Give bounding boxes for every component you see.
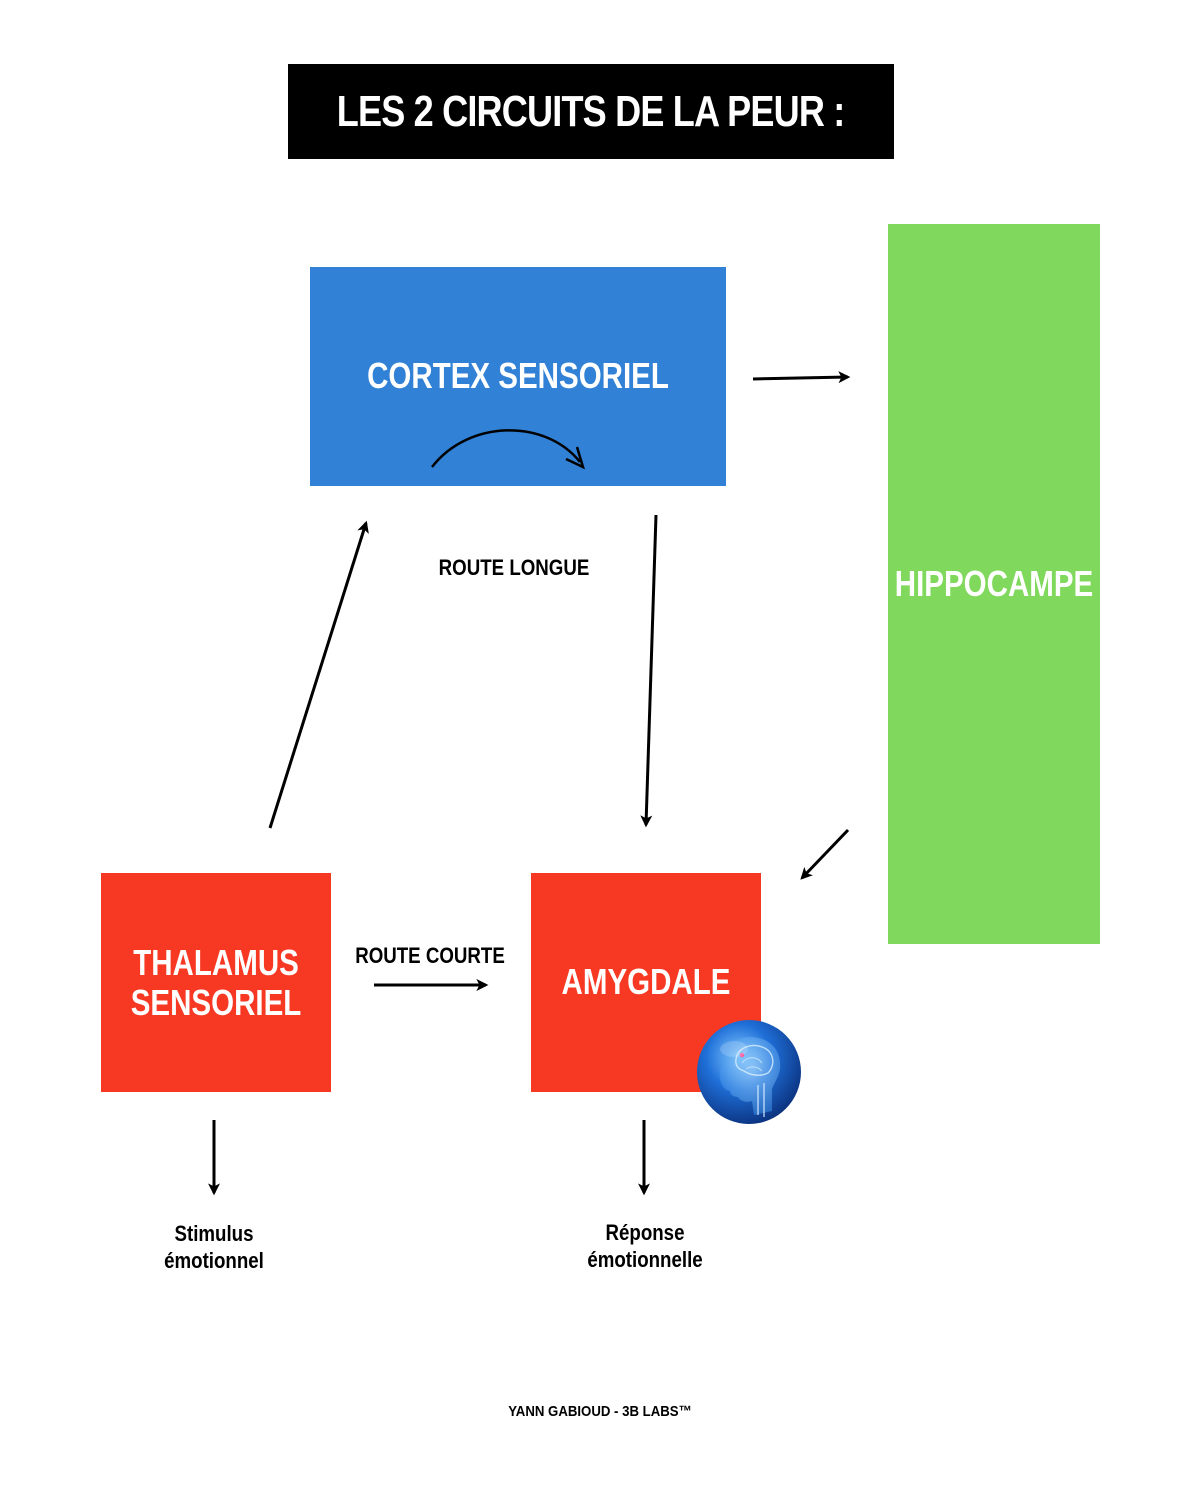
amygdale-label: AMYGDALE <box>561 961 731 1002</box>
credit-text: YANN GABIOUD - 3B LABS™ <box>508 1403 692 1420</box>
reponse-emotionnelle-label: Réponse émotionnelle <box>587 1220 703 1272</box>
route-courte-label: ROUTE COURTE <box>355 943 505 968</box>
stimulus-emotionnel-label: Stimulus émotionnel <box>164 1221 264 1273</box>
hippocampe-node: HIPPOCAMPE <box>888 224 1100 944</box>
arrow-cortex-to-amygdale <box>640 514 658 828</box>
title-banner: LES 2 CIRCUITS DE LA PEUR : <box>288 64 894 159</box>
cortex-loop-arrow <box>431 429 581 468</box>
arrow-hippocampe-to-amygdale <box>800 828 850 880</box>
arrow-cortex-to-hippocampe <box>752 371 851 384</box>
hippocampe-label: HIPPOCAMPE <box>894 563 1094 604</box>
human-head-brain-icon <box>697 1020 801 1124</box>
route-longue-label: ROUTE LONGUE <box>438 555 590 580</box>
thalamus-sensoriel-label: THALAMUS SENSORIEL <box>130 941 302 1023</box>
cortex-sensoriel-label: CORTEX SENSORIEL <box>367 355 669 396</box>
page-title: LES 2 CIRCUITS DE LA PEUR : <box>337 86 846 136</box>
cortex-loop-arrowhead <box>565 446 586 470</box>
thalamus-sensoriel-node: THALAMUS SENSORIEL <box>101 873 331 1092</box>
amygdale-node: AMYGDALE <box>531 873 761 1092</box>
cortex-sensoriel-node: CORTEX SENSORIEL <box>310 267 726 486</box>
arrow-thalamus-to-cortex <box>268 520 369 829</box>
